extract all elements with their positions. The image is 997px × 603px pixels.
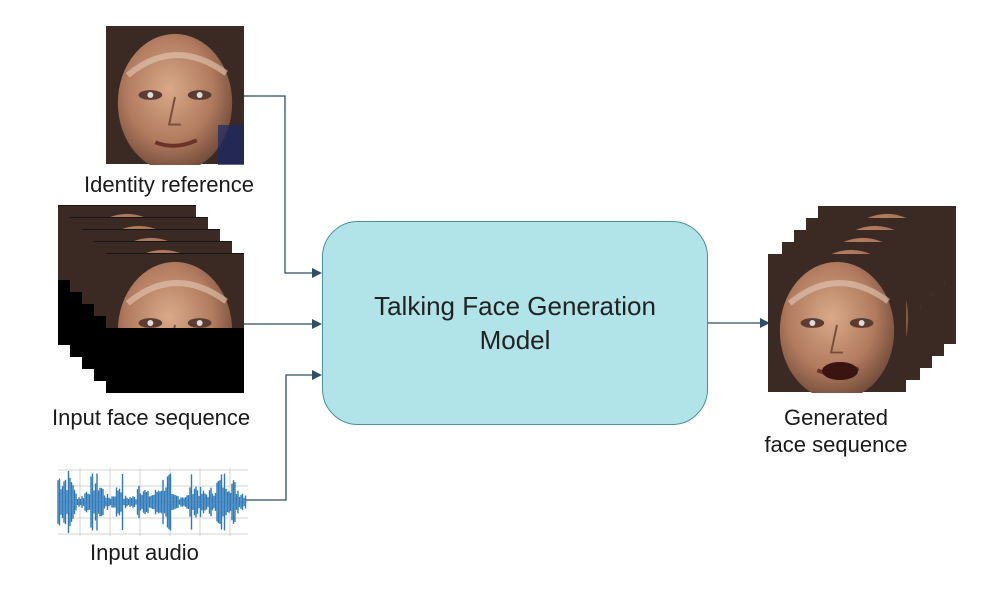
input-face-front-frame — [106, 253, 244, 393]
talking-face-generation-model-box: Talking Face Generation Model — [322, 221, 708, 425]
model-title-line2: Model — [479, 325, 551, 355]
audio-connector — [246, 370, 322, 501]
input-face-sequence-label: Input face sequence — [52, 405, 251, 430]
generated-face-front-frame — [768, 254, 906, 400]
input-audio-waveform — [57, 468, 248, 536]
generated-face-sequence-label: Generated face sequence — [742, 404, 930, 458]
input-audio-label: Input audio — [90, 540, 199, 565]
model-title-line1: Talking Face Generation — [374, 291, 656, 321]
input-face-sequence-stack — [58, 205, 244, 393]
generated-label-line1: Generated — [784, 405, 888, 430]
generated-face-sequence-stack — [768, 206, 956, 400]
connectors — [244, 95, 770, 501]
identity-reference-label: Identity reference — [84, 172, 254, 197]
identity-reference-image — [106, 26, 244, 165]
generated-label-line2: face sequence — [764, 432, 908, 457]
identity-connector — [244, 95, 322, 278]
